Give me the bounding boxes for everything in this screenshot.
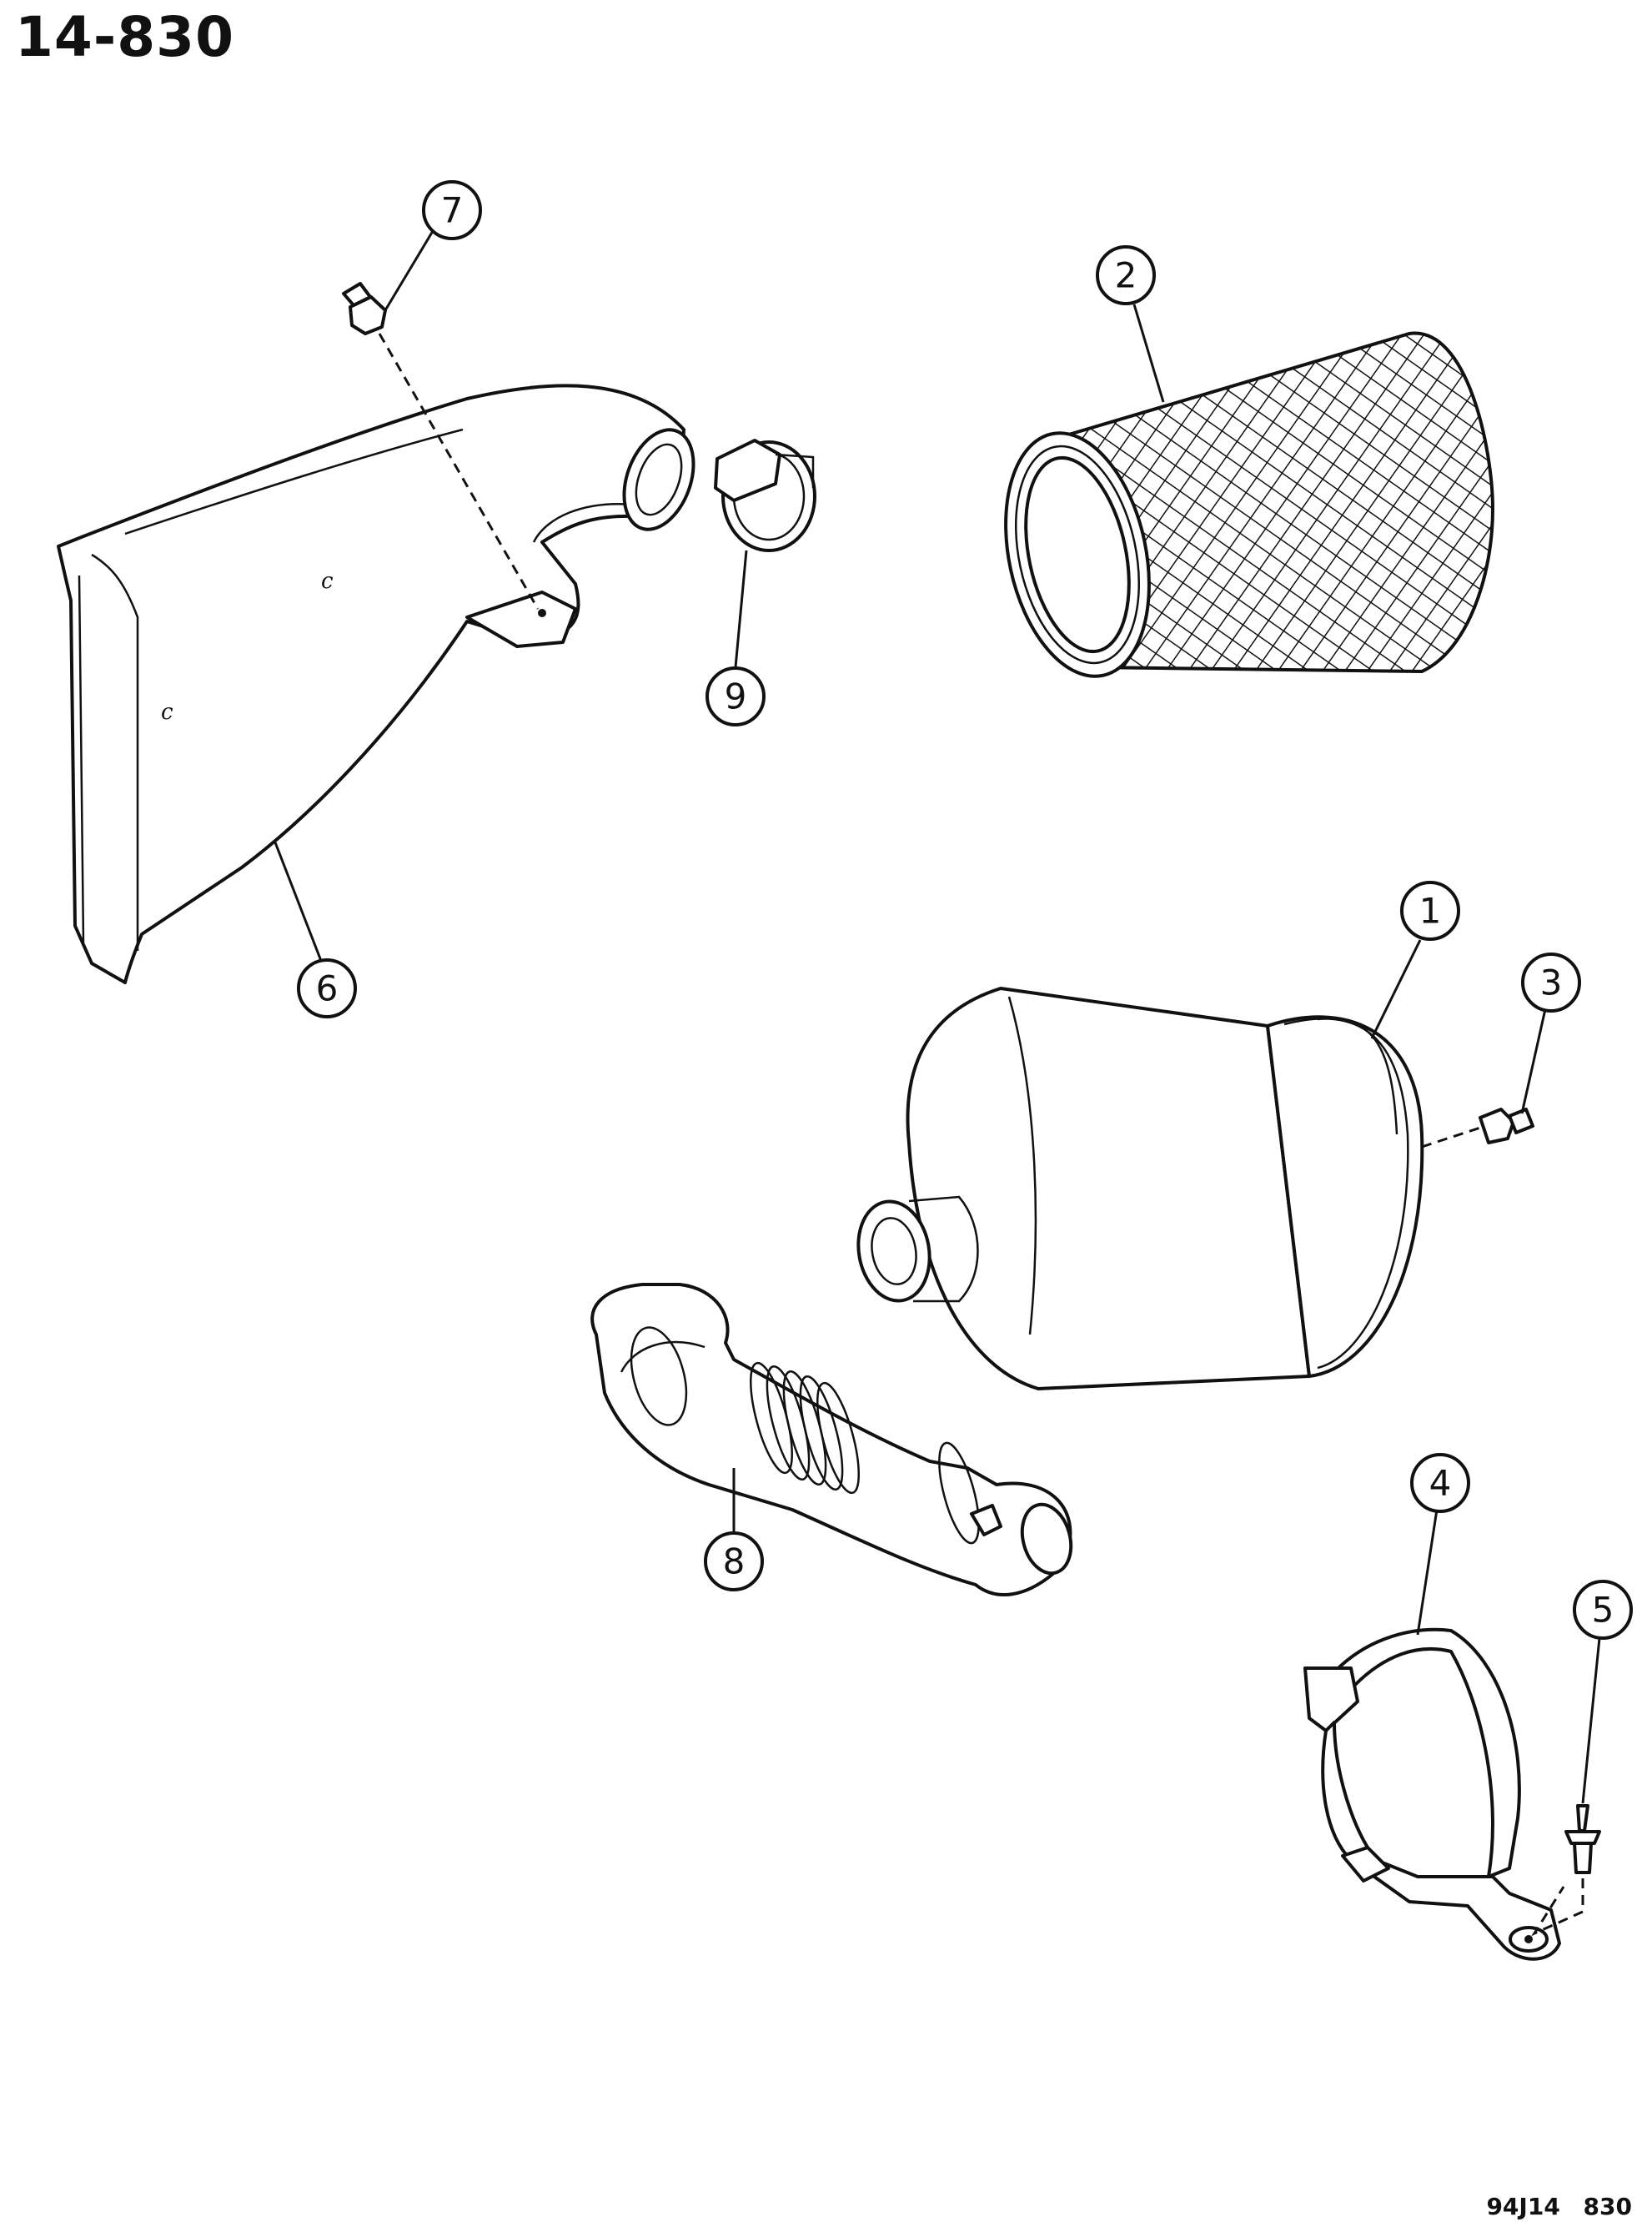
callout-1-label: 1 [1419,891,1442,932]
mounting-strap [1303,1627,1561,1961]
callout-5: 5 [1573,1580,1633,1640]
callout-3-label: 3 [1540,963,1563,1003]
air-cleaner-housing [856,987,1424,1390]
callout-8: 8 [704,1531,764,1591]
callout-6-label: 6 [316,968,339,1009]
callout-2-label: 2 [1115,255,1137,296]
callout-7-label: 7 [441,190,464,231]
callout-8-label: 8 [723,1541,746,1582]
callout-4-label: 4 [1429,1463,1452,1504]
callout-9-label: 9 [725,676,747,717]
wing-nut [1421,1108,1534,1149]
callout-6: 6 [297,958,357,1018]
callout-2: 2 [1096,245,1156,305]
callout-1: 1 [1400,881,1460,941]
callout-5-label: 5 [1592,1590,1614,1631]
callout-4: 4 [1410,1453,1470,1513]
callout-7: 7 [422,180,482,240]
rivet [1531,1804,1601,1937]
callout-3: 3 [1521,953,1581,1013]
callout-9: 9 [705,666,766,726]
air-filter-element [1004,331,1495,678]
wing-screw [342,282,540,610]
svg-text:c: c [321,569,334,594]
intake-hose [590,1283,1073,1596]
page-number: 14-830 [15,5,235,69]
intake-duct: c c [57,384,695,984]
figure-code: 94J14 830 [1486,2193,1632,2220]
hose-clamp [714,439,816,552]
svg-text:c: c [161,700,173,725]
leader-lines [274,226,1601,1804]
